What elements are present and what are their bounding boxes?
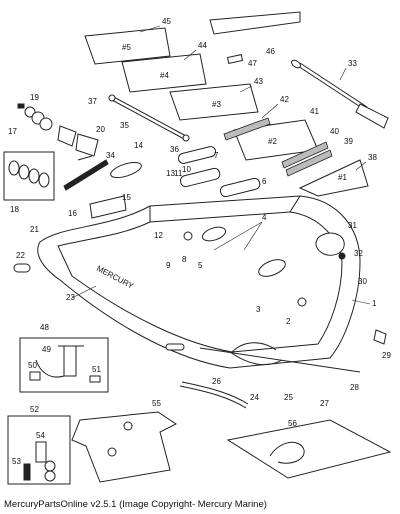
svg-text:33: 33 [348,59,357,68]
seat-bench[interactable] [209,11,301,64]
valve-assembly[interactable] [17,103,99,161]
svg-text:6: 6 [262,177,267,186]
svg-text:32: 32 [354,249,363,258]
svg-text:18: 18 [10,205,19,214]
pads[interactable] [177,146,261,198]
svg-text:48: 48 [40,323,49,332]
svg-text:26: 26 [212,377,221,386]
svg-text:54: 54 [36,431,45,440]
svg-text:52: 52 [30,405,39,414]
svg-text:43: 43 [254,77,263,86]
callout-numbers: 1 2 3 4 5 6 7 8 9 10 11 12 13 14 15 16 1… [8,17,391,466]
svg-text:#1: #1 [338,173,347,182]
pump-kit-box [19,337,109,393]
svg-text:51: 51 [92,365,101,374]
leader-lines [71,25,371,305]
svg-text:#5: #5 [122,43,131,52]
svg-text:35: 35 [120,121,129,130]
floor-panel-1[interactable]: #1 [298,159,369,197]
seal-kit-box [3,151,55,201]
svg-text:36: 36 [170,145,179,154]
svg-text:8: 8 [182,255,187,264]
svg-text:41: 41 [310,107,319,116]
svg-text:10: 10 [182,165,191,174]
svg-text:#2: #2 [268,137,277,146]
floor-cover[interactable] [71,411,177,483]
svg-text:50: 50 [28,361,37,370]
svg-text:13: 13 [166,169,175,178]
trim-strips[interactable] [63,159,143,219]
transom-valve[interactable] [315,232,346,260]
svg-text:5: 5 [198,261,203,270]
svg-text:21: 21 [30,225,39,234]
floor-panel-3[interactable]: #3 [169,83,259,121]
floor-panel-5[interactable]: #5 [84,27,171,65]
svg-text:29: 29 [382,351,391,360]
svg-text:45: 45 [162,17,171,26]
svg-text:17: 17 [8,127,17,136]
svg-text:39: 39 [344,137,353,146]
svg-text:55: 55 [152,399,161,408]
svg-text:44: 44 [198,41,207,50]
stringer[interactable] [108,94,190,142]
svg-text:16: 16 [68,209,77,218]
svg-text:46: 46 [266,47,275,56]
svg-text:37: 37 [88,97,97,106]
svg-text:47: 47 [248,59,257,68]
svg-text:20: 20 [96,125,105,134]
svg-text:3: 3 [256,305,261,314]
svg-text:#4: #4 [160,71,169,80]
svg-text:12: 12 [154,231,163,240]
svg-text:49: 49 [42,345,51,354]
svg-text:34: 34 [106,151,115,160]
svg-text:25: 25 [284,393,293,402]
svg-text:7: 7 [214,151,219,160]
svg-text:30: 30 [358,277,367,286]
svg-text:22: 22 [16,251,25,260]
inflatable-hull[interactable]: MERCURY [37,195,361,369]
svg-text:2: 2 [286,317,291,326]
svg-text:14: 14 [134,141,143,150]
floor-panel-4[interactable]: #4 [121,53,207,93]
svg-text:31: 31 [348,221,357,230]
svg-text:24: 24 [250,393,259,402]
aluminum-rails[interactable] [223,117,333,177]
svg-text:53: 53 [12,457,21,466]
keel-and-strips[interactable] [13,263,387,409]
svg-text:11: 11 [174,169,183,178]
svg-text:4: 4 [262,213,267,222]
svg-text:19: 19 [30,93,39,102]
svg-text:23: 23 [66,293,75,302]
svg-text:15: 15 [122,193,131,202]
svg-text:38: 38 [368,153,377,162]
svg-text:#3: #3 [212,100,221,109]
svg-text:9: 9 [166,261,171,270]
svg-text:1: 1 [372,299,377,308]
svg-text:27: 27 [320,399,329,408]
oar[interactable] [290,59,389,129]
svg-text:42: 42 [280,95,289,104]
exploded-parts-diagram: #5 #4 #3 #2 #1 [3,11,392,485]
repair-kit-box [7,415,71,485]
svg-text:40: 40 [330,127,339,136]
svg-text:56: 56 [288,419,297,428]
storage-bag[interactable] [226,419,392,479]
svg-text:28: 28 [350,383,359,392]
image-caption: MercuryPartsOnline v2.5.1 (Image Copyrig… [4,499,267,510]
